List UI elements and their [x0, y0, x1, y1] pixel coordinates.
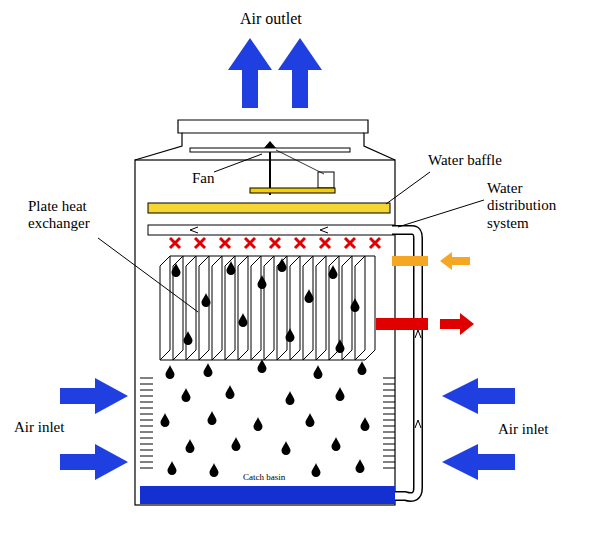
- air-outlet-arrow: [228, 38, 272, 108]
- tower-housing: [135, 160, 395, 505]
- air-inlet-arrow: [60, 378, 128, 414]
- fan-motor: [318, 172, 334, 188]
- catch-basin-label: Catch basin: [243, 472, 313, 482]
- fan-label: Fan: [192, 170, 226, 187]
- water-baffle-label: Water baffle: [428, 152, 528, 169]
- water-baffle: [148, 203, 390, 213]
- leader-lines: [98, 154, 484, 312]
- fan-blade: [190, 148, 350, 152]
- plate-heat-exchanger-label: Plate heat exchanger: [28, 198, 100, 233]
- fluid-outlet: [376, 318, 428, 330]
- air-louvers: [140, 378, 395, 468]
- spray-nozzles: [170, 238, 380, 248]
- air-inlet-label: Air inlet: [14, 419, 94, 436]
- water-drops: [161, 258, 370, 477]
- fluid-inlet: [392, 256, 428, 266]
- inlet-arrow: [440, 252, 470, 270]
- air-inlet-arrow: [60, 444, 128, 480]
- outlet-arrow: [440, 313, 474, 335]
- water-distribution-label: Water distribution system: [487, 180, 587, 232]
- air-inlet-label: Air inlet: [498, 421, 578, 438]
- air-inlet-arrow: [442, 378, 515, 414]
- motor-support: [250, 188, 335, 193]
- air-outlet-label: Air outlet: [240, 10, 330, 28]
- fan-stack: [135, 120, 395, 160]
- catch-basin: [140, 486, 395, 504]
- air-inlet-arrow: [442, 444, 515, 480]
- distribution-pipe: [148, 225, 394, 235]
- air-outlet-arrow: [278, 38, 322, 108]
- return-pipe: [392, 230, 418, 497]
